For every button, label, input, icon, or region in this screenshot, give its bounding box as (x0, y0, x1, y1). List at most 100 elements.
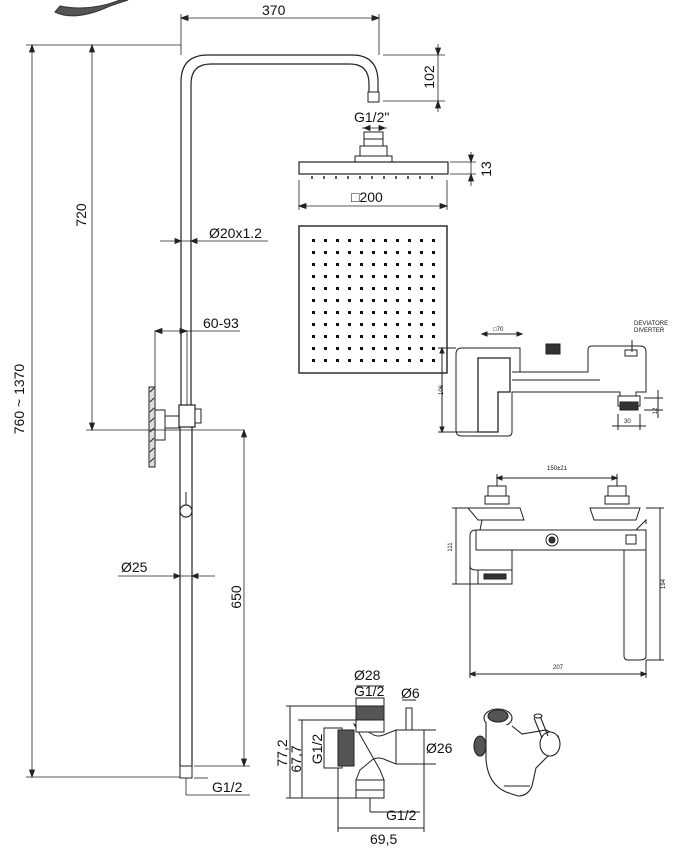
nozzle-dot (408, 359, 411, 362)
dim-pipe-diameter: Ø20x1.2 (209, 225, 262, 241)
nozzle-dot (408, 299, 411, 302)
nozzle-dot (420, 251, 423, 254)
hand-shower-fragment (54, 0, 129, 17)
nozzle-dot (348, 263, 351, 266)
nozzle-dot (312, 347, 315, 350)
nozzle-dot (360, 287, 363, 290)
dim-diverter-dia-28: Ø28 (354, 667, 381, 683)
diverter-view (286, 685, 436, 832)
nozzle-dot (384, 335, 387, 338)
nozzle-dot (348, 335, 351, 338)
nozzle-dot (396, 239, 399, 242)
nozzle-dot (360, 263, 363, 266)
nozzle-dot (432, 335, 435, 338)
nozzle-dot (336, 239, 339, 242)
nozzle-dot (336, 347, 339, 350)
nozzle-dot (312, 287, 315, 290)
column-dimensions (26, 14, 476, 796)
dim-mixer-side-30: 30 (624, 419, 631, 425)
dim-mixer-side-12: 12 (653, 407, 659, 415)
dim-diverter-top-thread: G1/2 (354, 683, 385, 699)
nozzle-dot (432, 275, 435, 278)
nozzle-dot (336, 263, 339, 266)
dim-mixer-side-height: 106 (439, 385, 445, 396)
nozzle-dot (396, 299, 399, 302)
dim-thread-g12-head: G1/2" (354, 109, 390, 125)
nozzle-dot (372, 335, 375, 338)
nozzle-dot (312, 323, 315, 326)
nozzle-dot (372, 347, 375, 350)
shower-column (148, 54, 380, 779)
nozzle-dot (360, 323, 363, 326)
dim-mixer-front-194: 194 (661, 579, 667, 590)
nozzle-dot (420, 239, 423, 242)
dim-bottom-thread: G1/2 (212, 779, 243, 795)
nozzle-dot (396, 287, 399, 290)
nozzle-dot (420, 287, 423, 290)
nozzle-dot (324, 275, 327, 278)
mixer-side-view (438, 331, 663, 437)
dim-lower-diameter: Ø25 (121, 559, 148, 575)
dim-lower-height: 650 (228, 585, 244, 609)
nozzle-dot (324, 239, 327, 242)
nozzle-dot (312, 251, 315, 254)
nozzle-dot (420, 299, 423, 302)
nozzle-dot (312, 359, 315, 362)
nozzle-dot (336, 287, 339, 290)
nozzle-dot (324, 347, 327, 350)
nozzle-dot (384, 299, 387, 302)
nozzle-dot (372, 239, 375, 242)
nozzle-dot (360, 347, 363, 350)
nozzle-dot (360, 359, 363, 362)
nozzle-dot (408, 335, 411, 338)
nozzle-dot (372, 323, 375, 326)
nozzle-dot (408, 263, 411, 266)
nozzle-dot (372, 263, 375, 266)
nozzle-dot (432, 263, 435, 266)
nozzle-dot (432, 287, 435, 290)
nozzle-dot (396, 335, 399, 338)
nozzle-dot (384, 251, 387, 254)
nozzle-dot (420, 311, 423, 314)
dim-mixer-top: □70 (493, 327, 504, 333)
nozzle-dot (348, 323, 351, 326)
label-diverter-it: DEVIATORE (634, 321, 669, 327)
nozzle-dot (372, 359, 375, 362)
nozzle-dot (336, 359, 339, 362)
nozzle-dot (336, 323, 339, 326)
nozzle-dot (420, 335, 423, 338)
nozzle-dot (420, 323, 423, 326)
nozzle-dot (336, 251, 339, 254)
nozzle-dot (420, 275, 423, 278)
nozzle-dot (312, 263, 315, 266)
nozzle-dot (408, 275, 411, 278)
nozzle-dot (360, 275, 363, 278)
nozzle-dot (408, 251, 411, 254)
nozzle-dot (372, 299, 375, 302)
nozzle-dot (396, 347, 399, 350)
nozzle-dot (372, 287, 375, 290)
nozzle-dot (384, 347, 387, 350)
nozzle-dot (384, 275, 387, 278)
nozzle-dot (420, 347, 423, 350)
nozzle-dot (336, 275, 339, 278)
nozzle-dot (432, 251, 435, 254)
nozzle-dot (312, 275, 315, 278)
nozzle-dot (336, 299, 339, 302)
nozzle-dot (384, 323, 387, 326)
nozzle-dot (348, 299, 351, 302)
nozzle-dot (396, 359, 399, 362)
nozzle-dot (360, 311, 363, 314)
nozzle-dot (312, 311, 315, 314)
nozzle-dot (384, 311, 387, 314)
nozzle-dot (384, 263, 387, 266)
nozzle-dot (312, 239, 315, 242)
nozzle-dot (420, 359, 423, 362)
nozzle-dot (348, 287, 351, 290)
nozzle-dot (420, 263, 423, 266)
dim-head-size: □200 (351, 189, 383, 205)
nozzle-dot (408, 287, 411, 290)
shower-head-side (298, 131, 449, 179)
